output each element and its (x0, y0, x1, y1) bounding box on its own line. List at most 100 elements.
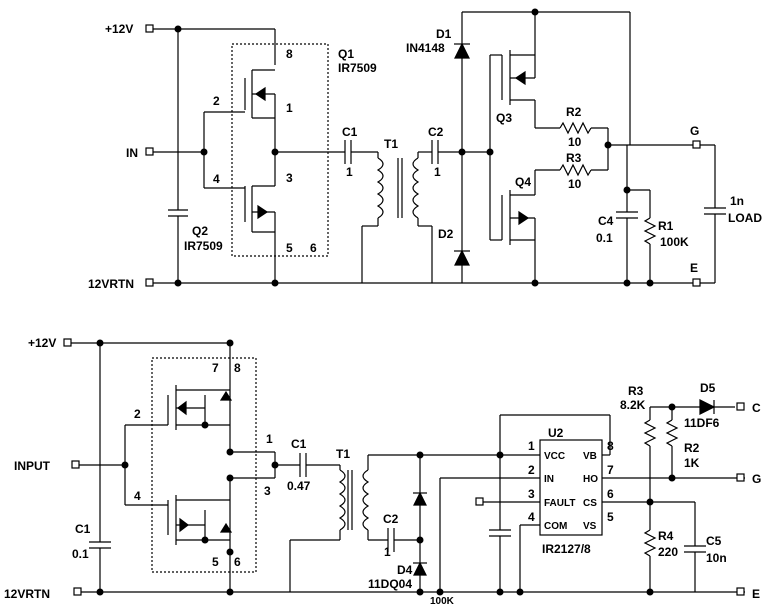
bottom-rtn-label: 12VRTN (4, 587, 50, 601)
top-pin-1: 1 (286, 101, 293, 115)
bottom-pin-5: 5 (212, 555, 219, 569)
bottom-c1b-label: C1 (75, 522, 91, 536)
bottom-r-val: 100K (430, 596, 455, 605)
top-t1-label: T1 (384, 137, 398, 151)
top-r1-label: R1 (658, 219, 674, 233)
u2-pin-5: 5 (607, 510, 614, 524)
bottom-d4-label: D4 (397, 563, 413, 577)
bottom-mosfet-package (151, 357, 257, 573)
top-q3-label: Q3 (496, 111, 512, 125)
bottom-pin-4: 4 (134, 489, 141, 503)
bottom-d5-part: 11DF6 (684, 416, 720, 430)
bottom-c5-label: C5 (706, 534, 722, 548)
bottom-u2-label: U2 (548, 426, 564, 440)
bottom-r3-label: R3 (628, 384, 644, 398)
bottom-d5-label: D5 (700, 381, 716, 395)
bottom-t1-label: T1 (336, 447, 350, 461)
top-pin-8: 8 (286, 47, 293, 61)
bottom-g-label: G (752, 472, 761, 486)
bottom-c1-val: 0.47 (287, 479, 311, 493)
terminals (63, 24, 745, 596)
u2-pin-4: 4 (528, 510, 535, 524)
u2-pin-2: 2 (528, 463, 535, 477)
bottom-u2-part: IR2127/8 (542, 542, 591, 556)
bottom-pin-8: 8 (234, 361, 241, 375)
bottom-ho: HO (583, 474, 598, 485)
bottom-v12-label: +12V (28, 336, 56, 350)
bottom-r2-label: R2 (684, 441, 700, 455)
bottom-c1b-val: 0.1 (72, 547, 89, 561)
top-r3-val: 10 (568, 177, 582, 191)
top-d1-label: D1 (436, 27, 452, 41)
top-c2-val: 1 (434, 165, 441, 179)
diode-d4 (413, 561, 427, 576)
bottom-pin-6: 6 (234, 555, 241, 569)
bottom-pin-7: 7 (212, 361, 219, 375)
bottom-c2-label: C2 (383, 512, 399, 526)
top-in-label: IN (126, 146, 138, 160)
u2-pin-8: 8 (607, 439, 614, 453)
top-r2-val: 10 (568, 135, 582, 149)
diode-upper (413, 491, 427, 506)
top-c1-val: 1 (346, 165, 353, 179)
bottom-pin-1: 1 (266, 432, 273, 446)
top-mosfet-package (231, 43, 329, 257)
bottom-d4-part: 11DQ04 (368, 577, 412, 591)
top-c1-label: C1 (342, 125, 358, 139)
bottom-vb: VB (583, 451, 597, 462)
top-r2-label: R2 (566, 105, 582, 119)
top-pin-3: 3 (286, 171, 293, 185)
top-d2-label: D2 (438, 227, 454, 241)
u2-pin-3: 3 (528, 487, 535, 501)
top-load-label: LOAD (728, 211, 762, 225)
u2-pin-1: 1 (528, 439, 535, 453)
bottom-com: COM (544, 521, 567, 532)
top-pin-5: 5 (286, 241, 293, 255)
bottom-c2-val: 1 (384, 545, 391, 559)
top-circuit (152, 11, 726, 284)
top-pin-6: 6 (310, 241, 317, 255)
top-v12-label: +12V (105, 22, 133, 36)
bottom-r2-val: 1K (684, 456, 700, 470)
top-pin-4: 4 (213, 172, 220, 186)
top-q1-part: IR7509 (338, 61, 377, 75)
diode-d5 (699, 399, 716, 415)
bottom-r4-label: R4 (658, 529, 674, 543)
bottom-pin-3: 3 (264, 484, 271, 498)
top-load-val: 1n (730, 194, 744, 208)
junction-dots (96, 8, 676, 596)
diode-d1 (454, 42, 470, 59)
u2-pin-7: 7 (607, 463, 614, 477)
bottom-c-label: C (752, 401, 761, 415)
top-pin-2: 2 (213, 94, 220, 108)
bottom-r4-val: 220 (658, 545, 678, 559)
top-g-label: G (690, 124, 699, 138)
bottom-circuit (68, 342, 745, 593)
top-c4-label: C4 (598, 214, 614, 228)
top-q4-label: Q4 (515, 175, 531, 189)
bottom-c1-label: C1 (291, 437, 307, 451)
top-c2-label: C2 (428, 125, 444, 139)
bottom-c5-val: 10n (706, 551, 727, 565)
bottom-input-label: INPUT (14, 459, 51, 473)
bottom-vs: VS (583, 521, 597, 532)
top-c4-val: 0.1 (596, 231, 613, 245)
top-r3-label: R3 (566, 151, 582, 165)
top-rtn-label: 12VRTN (88, 277, 134, 291)
top-q1-label: Q1 (338, 47, 354, 61)
bottom-in: IN (544, 474, 554, 485)
bottom-r3-val: 8.2K (620, 398, 646, 412)
top-q2-label: Q2 (192, 224, 208, 238)
top-e-label: E (690, 261, 698, 275)
top-r1-val: 100K (660, 235, 689, 249)
top-q2-part: IR7509 (184, 239, 223, 253)
bottom-fault: FAULT (544, 498, 575, 509)
bottom-pin-2: 2 (134, 407, 141, 421)
u2-pin-6: 6 (607, 487, 614, 501)
bottom-cs: CS (583, 498, 597, 509)
diode-d2 (454, 249, 470, 266)
top-d1-part: IN4148 (406, 41, 445, 55)
bottom-vcc: VCC (544, 451, 565, 462)
bottom-e-label: E (752, 587, 760, 601)
